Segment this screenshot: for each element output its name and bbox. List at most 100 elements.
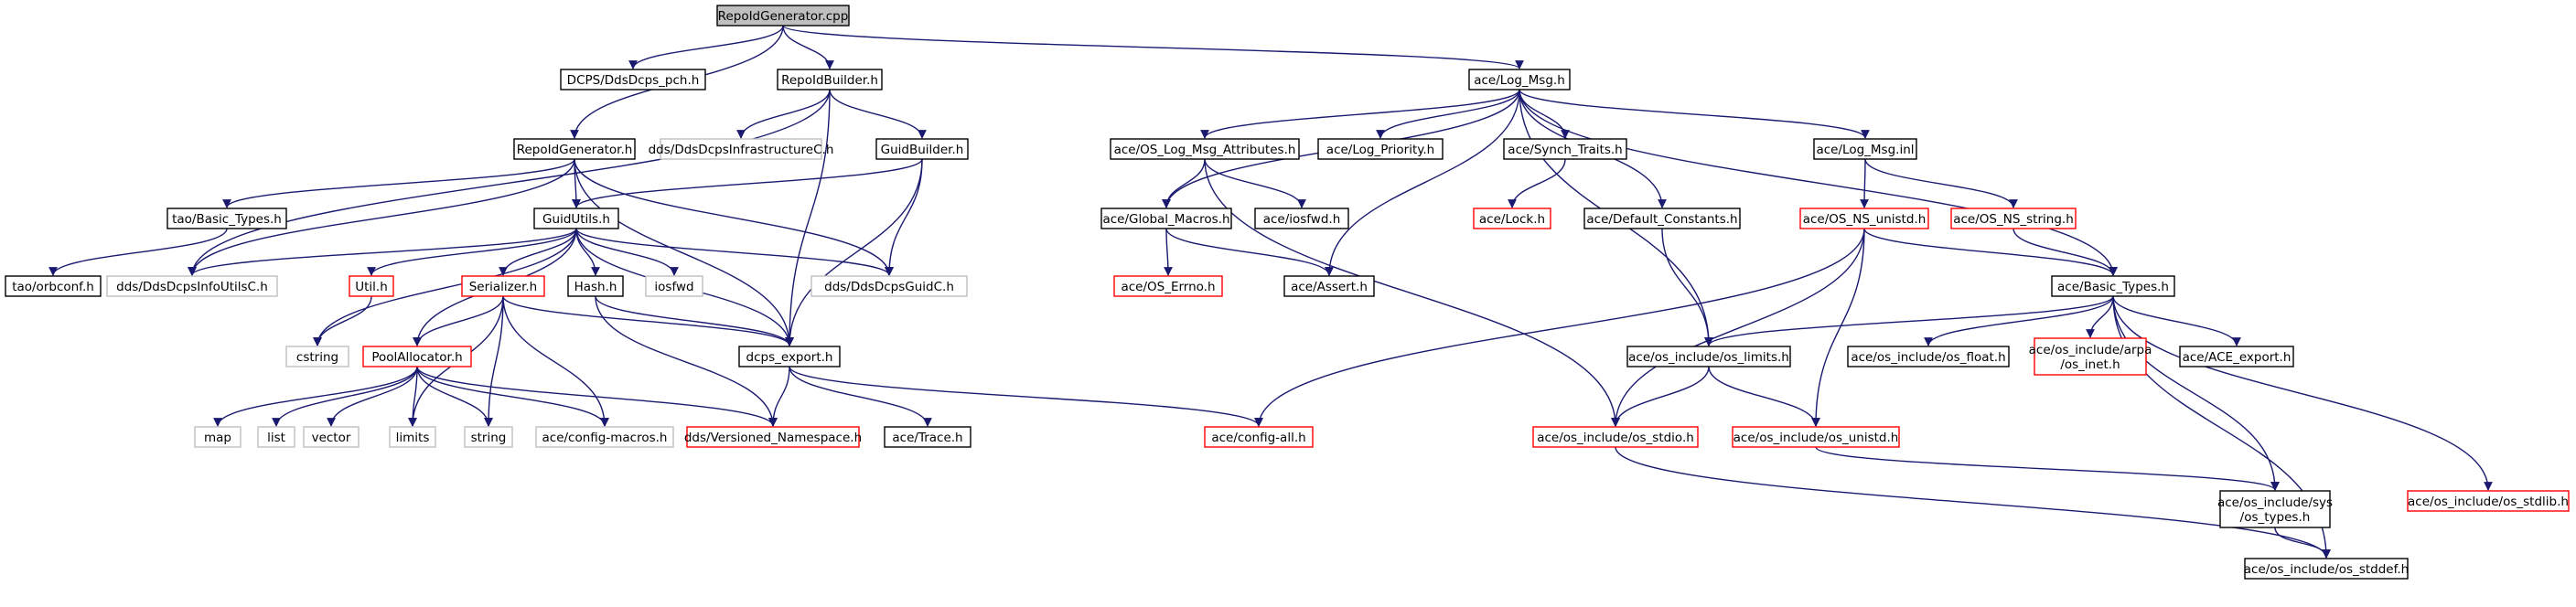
node-serializer-h[interactable]: Serializer.h [461,275,545,297]
node-ace-export-h[interactable]: ace/ACE_export.h [2179,346,2294,367]
node-ace-os-include-arpa-os-inet-h[interactable]: ace/os_include/arpa/os_inet.h [2029,337,2152,376]
node-ace-log-msg-inl[interactable]: ace/Log_Msg.inl [1813,138,1917,160]
node-label: ace/Global_Macros.h [1102,212,1229,227]
node-hash-h[interactable]: Hash.h [567,275,624,297]
edge-guidbuilder-to-guidutils [572,158,923,208]
node-tao-orbconf-h[interactable]: tao/orbconf.h [5,275,102,297]
node-ace-global-macros-h[interactable]: ace/Global_Macros.h [1100,208,1232,229]
node-label: ace/os_include/os_float.h [1851,350,2005,365]
node-box [716,5,850,27]
node-repoidbuilder-h[interactable]: RepoIdBuilder.h [777,69,883,91]
node-guidutils-h[interactable]: GuidUtils.h [533,208,619,229]
node-tao-basic-types-h[interactable]: tao/Basic_Types.h [166,208,287,229]
node-label: RepoIdBuilder.h [781,73,878,88]
node-label: ace/OS_NS_string.h [1953,212,2074,227]
edge-util-to-cstring [313,295,372,346]
edge-acebasic-to-osstdlib [2112,295,2493,491]
node-box [257,426,295,448]
node-list[interactable]: list [257,426,295,448]
node-label: cstring [296,350,338,365]
node-ace-trace-h[interactable]: ace/Trace.h [884,426,971,448]
edge-ostypes-to-osstddef [2274,527,2331,559]
node-box [2219,490,2331,528]
edge-osnsunistd-to-configall [1254,228,1865,427]
node-box [194,426,242,448]
edge-poolalloc-to-string [416,366,493,427]
node-box [5,275,102,297]
node-label: Serializer.h [469,280,538,294]
node-label: ace/Basic_Types.h [2057,280,2169,294]
node-dds-ddsdcpsguidc-h[interactable]: dds/DdsDcpsGuidC.h [810,275,968,297]
edge-oslimits-to-osstdio [1611,366,1710,427]
node-ace-os-include-os-float-h[interactable]: ace/os_include/os_float.h [1847,346,2010,367]
node-label: string [471,431,507,445]
node-box [875,138,969,160]
node-label: dds/DdsDcpsGuidC.h [824,280,954,294]
node-label: ace/Trace.h [892,431,962,445]
node-box [1503,138,1627,160]
node-ace-os-include-os-unistd-h[interactable]: ace/os_include/os_unistd.h [1732,426,1900,448]
node-ace-os-ns-string-h[interactable]: ace/OS_NS_string.h [1950,208,2077,229]
node-label: dds/Versioned_Namespace.h [684,431,862,445]
node-label: iosfwd [654,280,693,294]
node-ace-default-constants-h[interactable]: ace/Default_Constants.h [1583,208,1741,229]
node-ace-iosfwd-h[interactable]: ace/iosfwd.h [1254,208,1349,229]
node-ace-config-all-h[interactable]: ace/config-all.h [1204,426,1314,448]
node-label: ace/Log_Msg.h [1474,73,1565,88]
node-poolallocator-h[interactable]: PoolAllocator.h [362,346,472,367]
node-label: dcps_export.h [746,350,833,365]
node-label: RepoIdGenerator.cpp [718,9,849,24]
node-box [1100,208,1232,229]
node-ace-os-include-os-stdio-h[interactable]: ace/os_include/os_stdio.h [1532,426,1699,448]
node-ace-os-ns-unistd-h[interactable]: ace/OS_NS_unistd.h [1799,208,1929,229]
node-ace-basic-types-h[interactable]: ace/Basic_Types.h [2051,275,2175,297]
node-dds-ddsdcpsinfrastructurec-h[interactable]: dds/DdsDcpsInfrastructureC.h [649,138,834,160]
node-label: ace/ACE_export.h [2183,350,2292,365]
node-dds-ddsdcpsinfoutilsc-h[interactable]: dds/DdsDcpsInfoUtilsC.h [106,275,278,297]
node-box [1626,346,1791,367]
node-ace-os-errno-h[interactable]: ace/OS_Errno.h [1113,275,1223,297]
node-iosfwd[interactable]: iosfwd [645,275,703,297]
node-label: ace/os_include/sys [2217,495,2333,510]
node-ace-os-include-os-stddef-h[interactable]: ace/os_include/os_stddef.h [2244,558,2409,580]
node-limits[interactable]: limits [389,426,436,448]
node-ace-lock-h[interactable]: ace/Lock.h [1473,208,1551,229]
node-ace-config-macros-h[interactable]: ace/config-macros.h [535,426,674,448]
edge-repoidbuilder-to-infoutils [188,89,831,276]
node-ace-os-include-sys-os-types-h[interactable]: ace/os_include/sys/os_types.h [2217,490,2333,528]
node-ace-synch-traits-h[interactable]: ace/Synch_Traits.h [1503,138,1627,160]
node-vector[interactable]: vector [303,426,360,448]
node-repoidgenerator-cpp[interactable]: RepoIdGenerator.cpp [716,5,850,27]
edge-logmsg-to-assert [1325,89,1520,276]
node-ace-log-priority-h[interactable]: ace/Log_Priority.h [1317,138,1444,160]
node-util-h[interactable]: Util.h [349,275,394,297]
node-label: ace/os_include/arpa [2029,343,2152,357]
node-ace-os-include-os-stdlib-h[interactable]: ace/os_include/os_stdlib.h [2407,490,2570,512]
node-dcps-ddsdcps-pch-h[interactable]: DCPS/DdsDcps_pch.h [560,69,706,91]
node-box [1732,426,1900,448]
edge-serializer-to-cfgmacros [502,295,609,427]
node-ace-log-msg-h[interactable]: ace/Log_Msg.h [1468,69,1571,91]
node-box [1254,208,1349,229]
node-map[interactable]: map [194,426,242,448]
node-repoidgenerator-h[interactable]: RepoIdGenerator.h [513,138,636,160]
node-dds-versioned-namespace-h[interactable]: dds/Versioned_Namespace.h [684,426,862,448]
node-string[interactable]: string [464,426,513,448]
node-cstring[interactable]: cstring [285,346,349,367]
node-label: /os_inet.h [2060,357,2120,372]
node-ace-os-include-os-limits-h[interactable]: ace/os_include/os_limits.h [1626,346,1791,367]
node-guidbuilder-h[interactable]: GuidBuilder.h [875,138,969,160]
node-box [567,275,624,297]
edge-tao_basic-to-tao_orbconf [48,228,228,276]
node-box [1468,69,1571,91]
node-ace-os-log-msg-attributes-h[interactable]: ace/OS_Log_Msg_Attributes.h [1110,138,1300,160]
node-dcps-export-h[interactable]: dcps_export.h [738,346,841,367]
edge-guidutils-to-cstring [313,228,577,346]
node-box [1473,208,1551,229]
edge-repoidgen_h-to-infoutils [188,158,575,276]
node-ace-assert-h[interactable]: ace/Assert.h [1283,275,1375,297]
edge-logmsg-to-oslogattr [1200,89,1520,139]
edge-guidutils-to-iosfwd [575,228,679,276]
edge-globalmacros-to-oserrno [1164,228,1173,276]
